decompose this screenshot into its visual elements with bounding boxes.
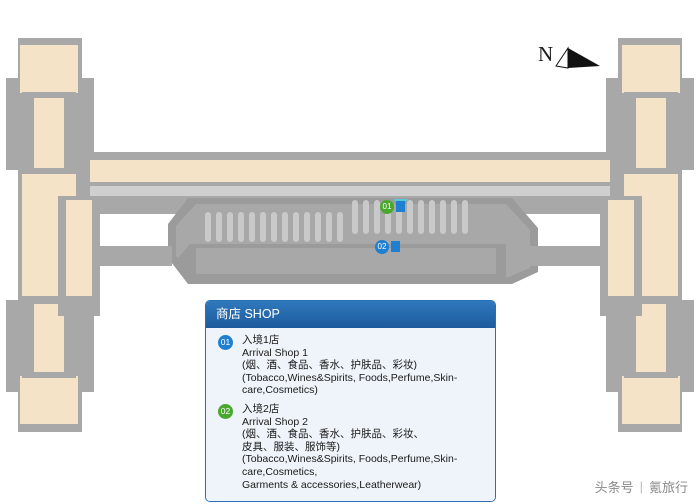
legend-shop2-name-en: Arrival Shop 2	[242, 415, 308, 428]
legend-shop1-name-cn: 入境1店	[242, 334, 280, 346]
legend-shop1-detail-cn: (烟、酒、食品、香水、护肤品、彩妆)	[242, 359, 417, 372]
lower-connector-group	[96, 246, 606, 266]
compass: N	[538, 40, 608, 82]
map-marker-01[interactable]: 01	[380, 199, 418, 214]
compass-north-label: N	[538, 42, 554, 66]
legend-body: 01 入境1店 Arrival Shop 1 (烟、酒、食品、香水、护肤品、彩妆…	[206, 328, 495, 502]
legend-badge-01: 01	[218, 335, 233, 350]
legend-shop1-name-en: Arrival Shop 1	[242, 346, 308, 359]
watermark-source: 头条号	[594, 480, 634, 495]
watermark: 头条号 | 氪旅行	[595, 477, 688, 496]
legend-shop2-detail-en: (Tobacco,Wines&Spirits, Foods,Perfume,Sk…	[242, 453, 458, 491]
central-hall-group	[168, 198, 538, 284]
marker-badge-01[interactable]: 01	[380, 200, 394, 214]
legend-badge-02: 02	[218, 403, 233, 419]
legend-title: 商店 SHOP	[206, 301, 495, 328]
legend-entry-shop2[interactable]: 02 入境2店 Arrival Shop 2 (烟、酒、食品、香水、护肤品、彩妆…	[214, 403, 487, 491]
watermark-separator: |	[639, 479, 643, 494]
legend-shop2-name-cn: 入境2店	[242, 402, 280, 415]
legend-entry-shop1[interactable]: 01 入境1店 Arrival Shop 1 (烟、酒、食品、香水、护肤品、彩妆…	[214, 334, 487, 397]
map-marker-02[interactable]: 02	[375, 240, 413, 254]
marker-block-01	[396, 201, 405, 212]
marker-connector-line-01	[394, 199, 408, 201]
gate-stands-left	[205, 212, 343, 242]
marker-badge-02[interactable]: 02	[375, 240, 389, 254]
legend-shop2-detail-cn: (烟、酒、食品、香水、护肤品、彩妆、 皮具、服装、服饰等)	[242, 428, 424, 453]
watermark-brand: 氪旅行	[648, 480, 688, 495]
marker-block-02	[391, 241, 400, 252]
shop-legend-panel: 商店 SHOP 01 入境1店 Arrival Shop 1 (烟、酒、食品、香…	[205, 300, 496, 503]
compass-arrow-icon	[555, 46, 600, 69]
legend-shop1-detail-en: (Tobacco,Wines&Spirits, Foods,Perfume,Sk…	[242, 371, 458, 397]
